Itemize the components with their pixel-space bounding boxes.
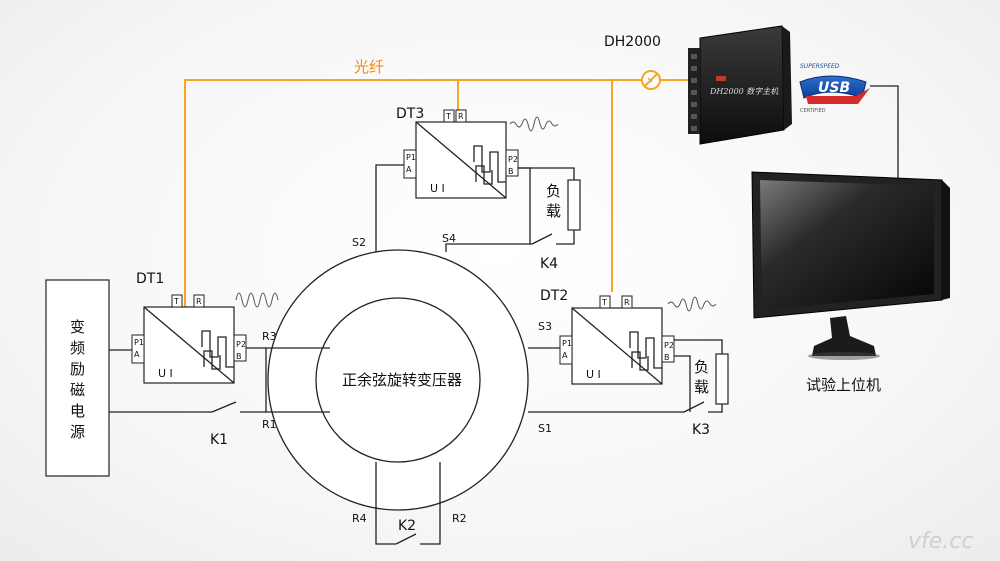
module-dt1: T R A P1 P2 B U I bbox=[131, 294, 247, 384]
terminal-s2: S2 bbox=[352, 236, 366, 249]
module-dt1-label: DT1 bbox=[136, 271, 164, 287]
transformer-label: 正余弦旋转变压器 bbox=[342, 371, 462, 389]
svg-text:载: 载 bbox=[694, 378, 709, 396]
svg-text:P1: P1 bbox=[134, 338, 144, 347]
waveform-icon bbox=[667, 296, 717, 312]
waveform-icon bbox=[509, 116, 559, 132]
switch-k2: K2 bbox=[398, 518, 416, 534]
terminal-r3: R3 bbox=[262, 330, 277, 343]
svg-text:U I: U I bbox=[158, 367, 173, 380]
svg-text:A: A bbox=[134, 350, 140, 359]
usb-icon: SUPERSPEED USB CERTIFIED bbox=[799, 63, 870, 114]
svg-text:A: A bbox=[562, 351, 568, 360]
pc-label: 试验上位机 bbox=[806, 376, 881, 394]
load-dt2: 负 载 bbox=[694, 353, 729, 405]
module-dt2-label: DT2 bbox=[540, 288, 568, 304]
svg-text:变: 变 bbox=[70, 318, 85, 336]
load-dt3: 负 载 bbox=[546, 179, 581, 231]
switch-k3: K3 bbox=[692, 422, 710, 438]
terminal-r2: R2 bbox=[452, 512, 467, 525]
svg-text:励: 励 bbox=[70, 360, 85, 378]
fiber-connector-icon bbox=[641, 70, 661, 90]
terminal-r1: R1 bbox=[262, 418, 277, 431]
power-supply: 变 频 励 磁 电 源 bbox=[45, 279, 110, 477]
resolver-transformer bbox=[267, 249, 529, 511]
terminal-s1: S1 bbox=[538, 422, 552, 435]
waveform-icon bbox=[235, 292, 279, 308]
svg-text:负: 负 bbox=[546, 182, 561, 200]
svg-text:DH2000 数字主机: DH2000 数字主机 bbox=[709, 87, 779, 96]
svg-text:P2: P2 bbox=[664, 341, 674, 350]
svg-text:B: B bbox=[664, 353, 670, 362]
terminal-s3: S3 bbox=[538, 320, 552, 333]
switch-k1: K1 bbox=[210, 432, 228, 448]
fiber-label: 光纤 bbox=[354, 58, 384, 76]
pc-monitor bbox=[751, 171, 950, 360]
switch-k4: K4 bbox=[540, 256, 558, 272]
svg-text:频: 频 bbox=[70, 339, 85, 357]
svg-text:P1: P1 bbox=[562, 339, 572, 348]
svg-text:B: B bbox=[508, 167, 514, 176]
svg-text:源: 源 bbox=[70, 423, 85, 441]
svg-text:磁: 磁 bbox=[70, 381, 85, 399]
svg-text:R: R bbox=[624, 298, 630, 307]
svg-text:T: T bbox=[173, 297, 179, 306]
svg-text:USB: USB bbox=[818, 80, 850, 96]
wires bbox=[109, 164, 723, 545]
terminal-r4: R4 bbox=[352, 512, 367, 525]
svg-text:载: 载 bbox=[546, 202, 561, 220]
terminal-s4: S4 bbox=[442, 232, 456, 245]
svg-text:R: R bbox=[196, 297, 202, 306]
svg-text:R: R bbox=[458, 112, 464, 121]
module-dt2: T R A P1 P2 B U I bbox=[559, 295, 675, 385]
watermark: vfe.cc bbox=[908, 529, 973, 554]
svg-text:U I: U I bbox=[586, 368, 601, 381]
svg-text:A: A bbox=[406, 165, 412, 174]
svg-text:CERTIFIED: CERTIFIED bbox=[800, 108, 826, 114]
svg-text:B: B bbox=[236, 352, 242, 361]
svg-text:负: 负 bbox=[694, 358, 709, 376]
host-title: DH2000 bbox=[604, 34, 661, 50]
host-device: DH2000 数字主机 bbox=[688, 25, 792, 145]
svg-text:U I: U I bbox=[430, 182, 445, 195]
module-dt3: T R A P1 P2 B U I bbox=[403, 109, 519, 199]
svg-text:电: 电 bbox=[70, 402, 85, 420]
svg-text:T: T bbox=[601, 298, 607, 307]
svg-text:P2: P2 bbox=[236, 340, 246, 349]
svg-text:T: T bbox=[445, 112, 451, 121]
fiber-lines bbox=[184, 79, 700, 307]
svg-text:P2: P2 bbox=[508, 155, 518, 164]
svg-text:P1: P1 bbox=[406, 153, 416, 162]
module-dt3-label: DT3 bbox=[396, 106, 424, 122]
svg-text:SUPERSPEED: SUPERSPEED bbox=[800, 63, 840, 70]
